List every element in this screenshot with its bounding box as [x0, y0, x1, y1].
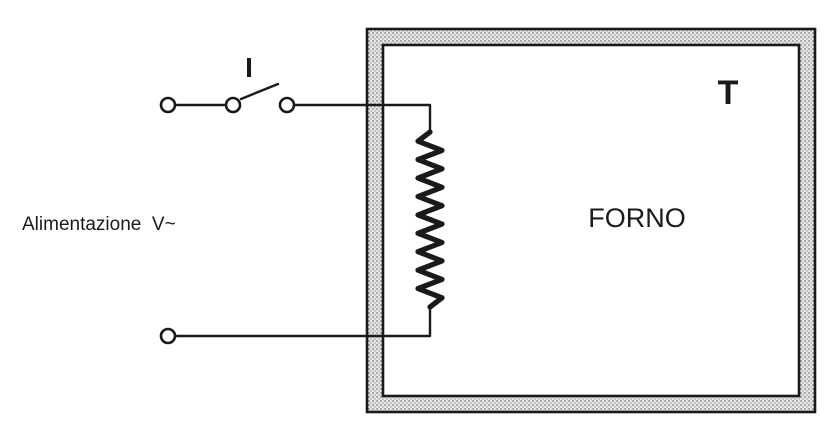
wiring [173, 82, 432, 338]
supply-terminal-bottom [159, 327, 177, 345]
switch-lever [239, 82, 280, 101]
wire-switch-to-heater [292, 103, 432, 134]
oven-enclosure [365, 27, 817, 414]
temperature-label: T [718, 74, 739, 112]
terminals [159, 96, 296, 345]
supply-terminal-top [159, 96, 177, 114]
wire-return [173, 305, 432, 338]
supply-label: Alimentazione V~ [22, 214, 176, 235]
heating-resistor [415, 129, 445, 310]
oven-inner-border [381, 43, 801, 398]
switch-label: I [245, 52, 253, 83]
oven-outer-border [365, 27, 817, 414]
switch-terminal-right [278, 96, 296, 114]
oven-label: FORNO [588, 203, 686, 233]
switch-terminal-left [224, 96, 242, 114]
